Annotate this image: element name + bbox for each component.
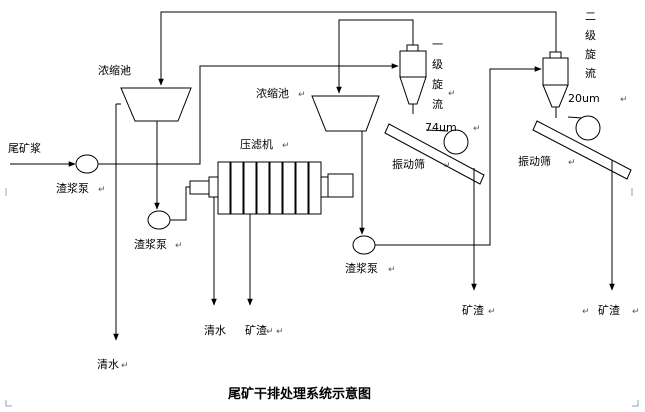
label-clear-water-2: 清水 [204, 324, 226, 337]
paragraph-mark: ↵ [443, 161, 451, 171]
vcyc1-char: 旋 [432, 77, 443, 91]
paragraph-marks: ↵↵↵↵↵↵↵↵↵↵↵↵↵↵↵↵↵↵↵ [32, 67, 640, 371]
label-ore-residue-2: 矿渣 [462, 303, 484, 317]
flow-lines [10, 11, 615, 341]
cyclone-1 [399, 32, 427, 114]
label-ore-residue-1: 矿渣 [245, 323, 267, 337]
vcyc2-char: 级 [585, 29, 596, 42]
paragraph-mark: ↵ [276, 327, 284, 337]
cyclone-2 [542, 37, 569, 118]
paragraph-mark: ↵ [448, 89, 456, 99]
filter-press [189, 161, 354, 215]
paragraph-mark: ↵ [568, 158, 576, 168]
paragraph-mark: ↵ [32, 145, 40, 155]
label-tailings-slurry: 尾矿浆 [8, 141, 41, 155]
label-filter-press: 压滤机 [240, 137, 273, 151]
paragraph-mark: ↵ [388, 265, 396, 275]
paragraph-mark: ↵ [175, 241, 183, 251]
paragraph-mark: ↵ [582, 307, 590, 317]
paragraph-mark: ↵ [585, 69, 593, 79]
page-corner-marks [5, 188, 639, 407]
label-vibrating-screen-1: 振动筛 [392, 157, 425, 171]
label-slurry-pump-2: 渣浆泵 [134, 237, 167, 251]
paragraph-mark: ↵ [98, 185, 106, 195]
paragraph-mark: ↵ [488, 307, 496, 317]
paragraph-mark: ↵ [632, 307, 640, 317]
label-slurry-pump-3: 渣浆泵 [345, 261, 378, 275]
label-thickener-2: 浓缩池 [256, 87, 289, 100]
vcyc2-char: 二 [585, 10, 596, 23]
vibrating-screen-2 [532, 115, 632, 180]
paragraph-mark: ↵ [298, 90, 306, 100]
label-ore-residue-3: 矿渣 [598, 303, 620, 317]
thickener-2 [311, 95, 380, 132]
slurry-pump-2 [147, 210, 171, 230]
label-slurry-pump-1: 渣浆泵 [56, 181, 89, 195]
label-thickener-1: 浓缩池 [98, 64, 131, 77]
paragraph-mark: ↵ [121, 361, 129, 371]
vibrating-screen-1 [384, 123, 485, 185]
paragraph-mark: ↵ [282, 141, 290, 151]
thickener-1 [120, 87, 192, 122]
paragraph-mark: ↵ [620, 95, 628, 105]
paragraph-mark: ↵ [266, 327, 274, 337]
slurry-pump-1 [75, 154, 99, 174]
vcyc2-char: 旋 [585, 47, 596, 61]
label-clear-water-1: 清水 [97, 358, 119, 371]
label-vibrating-screen-2: 振动筛 [518, 154, 551, 168]
vcyc1-char: 级 [432, 58, 443, 71]
label-mesh-74um: 74um [425, 121, 457, 134]
paragraph-mark: ↵ [473, 124, 481, 134]
vcyc2-char: 流 [585, 66, 596, 80]
slurry-pump-3 [352, 235, 376, 255]
vcyc1-char: 一 [432, 38, 443, 51]
vcyc1-char: 流 [432, 97, 443, 111]
paragraph-mark: ↵ [121, 67, 129, 77]
diagram-title: 尾矿干排处理系统示意图 [228, 386, 371, 402]
label-mesh-20um: 20um [568, 92, 600, 105]
